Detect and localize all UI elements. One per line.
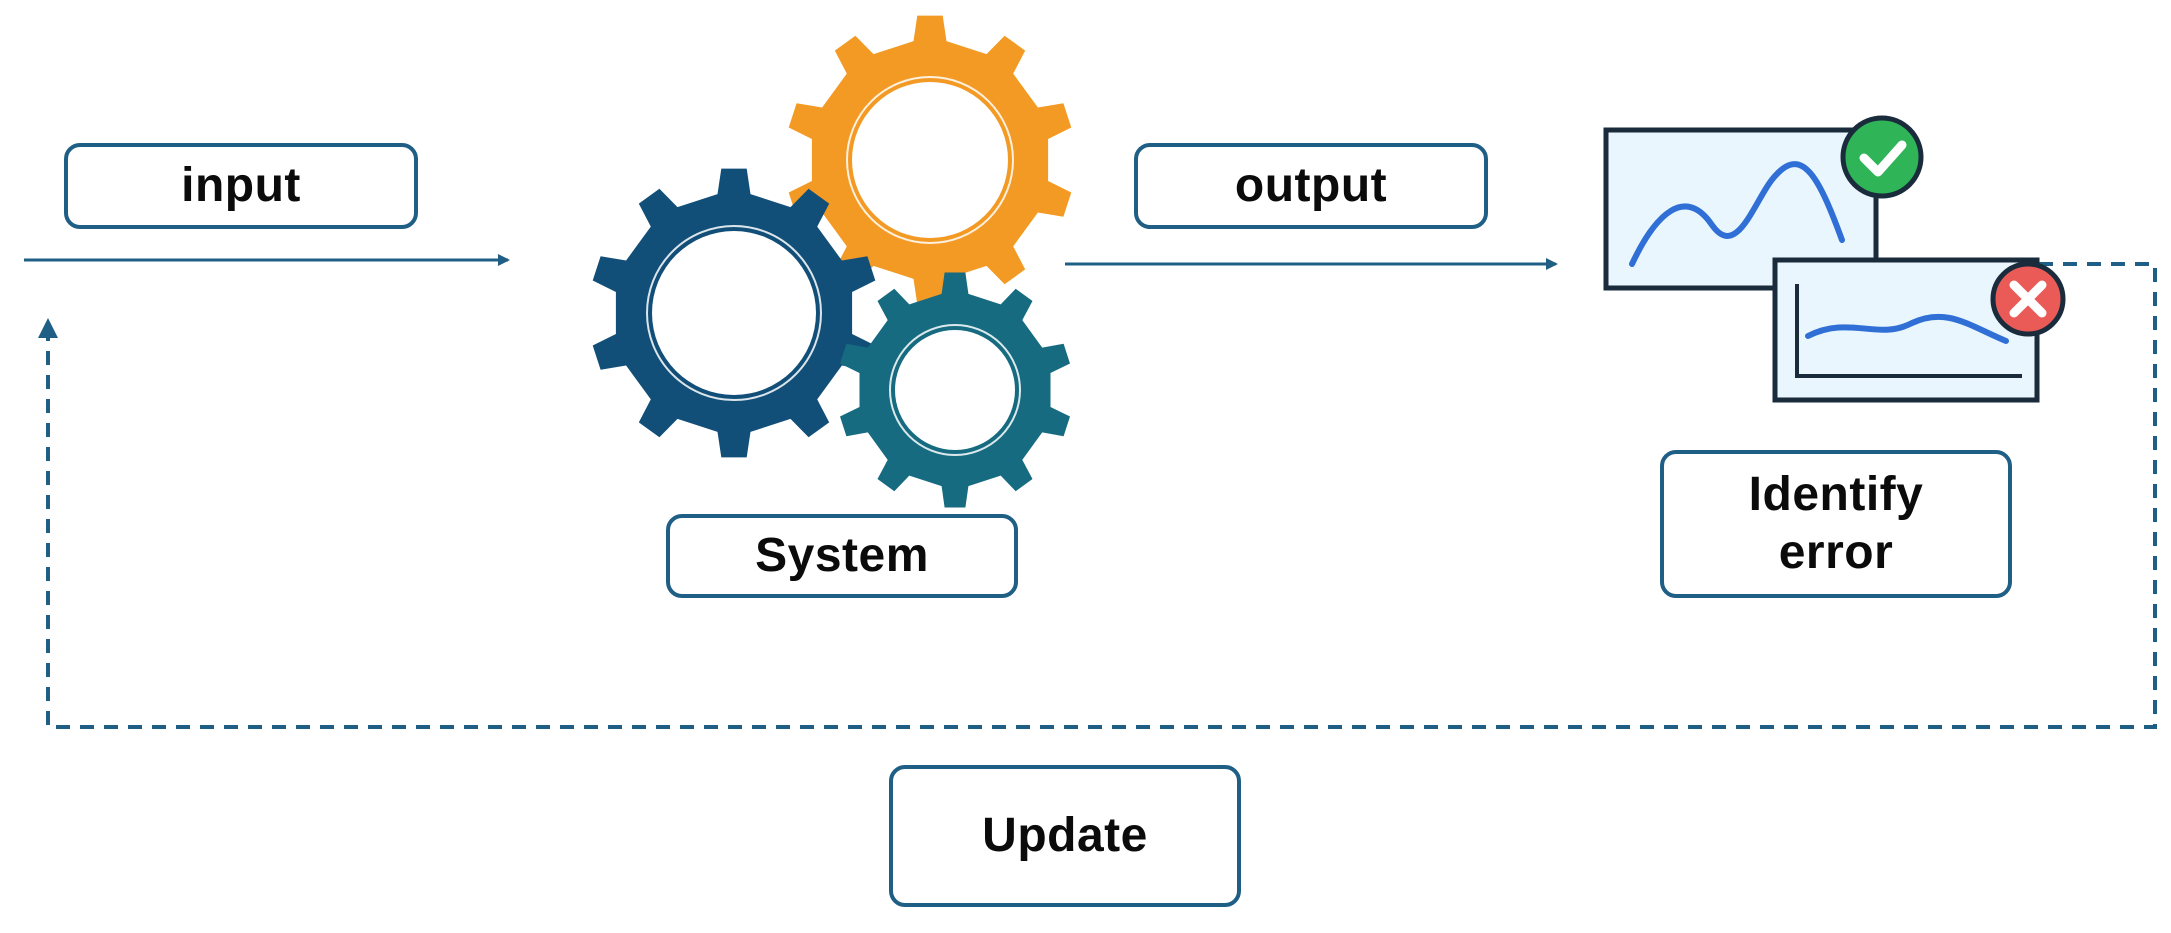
output-label: output — [1134, 143, 1488, 229]
bad-chart-icon — [1772, 257, 2040, 403]
input-label: input — [64, 143, 418, 229]
x-circle-icon — [1990, 261, 2066, 337]
feedback-loop-path — [46, 262, 2157, 729]
update-label: Update — [889, 765, 1241, 907]
navy-gear-icon — [592, 168, 876, 458]
check-circle-icon — [1840, 115, 1924, 199]
gears-icon — [592, 15, 1072, 508]
system-label: System — [666, 514, 1018, 598]
teal-gear-icon — [840, 272, 1070, 508]
feedback-arrowhead — [38, 318, 58, 338]
identify-error-label: Identify error — [1660, 450, 2012, 598]
orange-gear-icon — [788, 15, 1072, 305]
